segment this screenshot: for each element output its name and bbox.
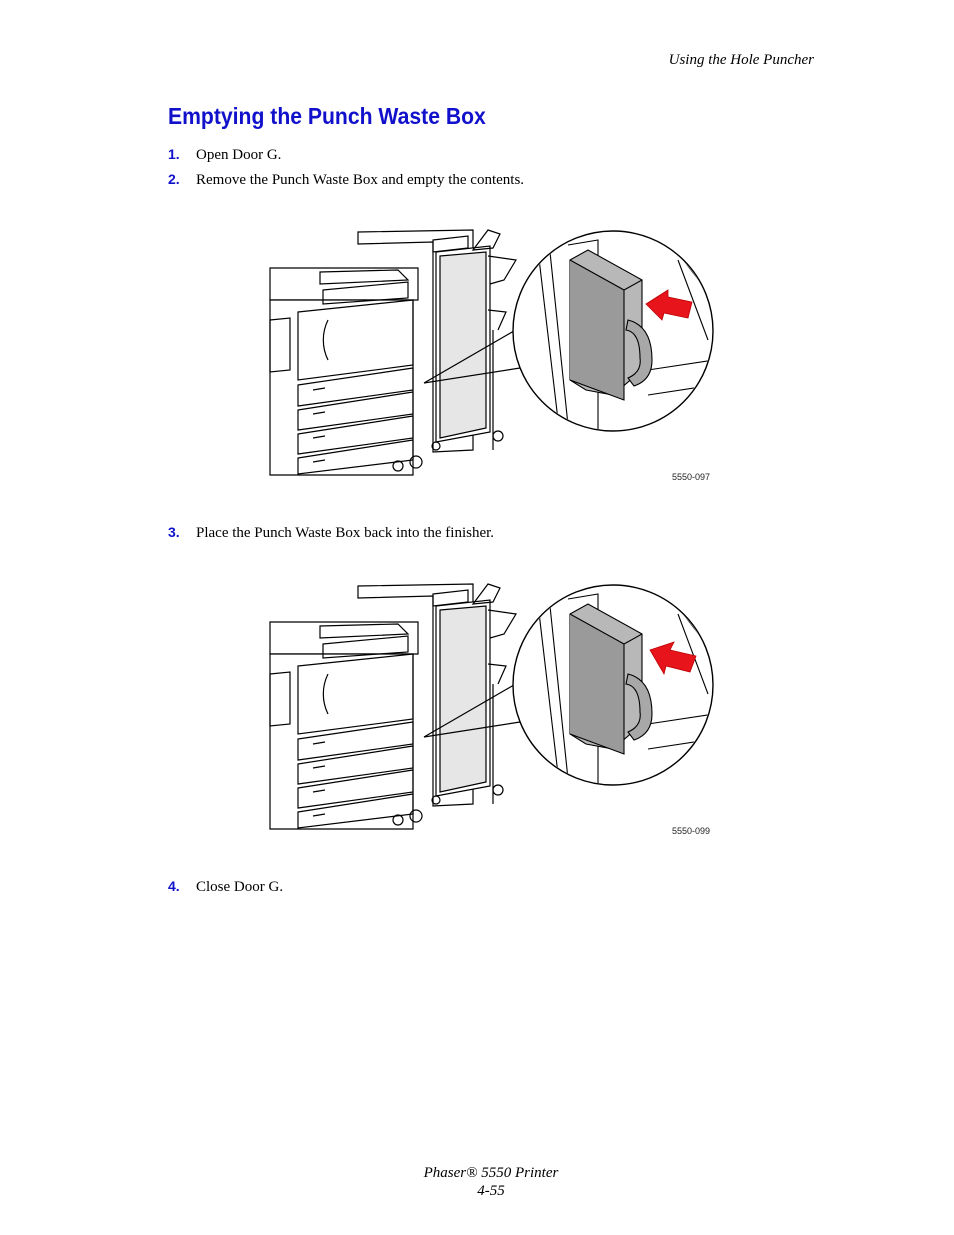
printer-illustration — [269, 229, 714, 476]
printer-illustration — [269, 583, 714, 830]
section-title: Emptying the Punch Waste Box — [168, 103, 486, 129]
figure-replace-waste-box: 5550-099 — [268, 574, 714, 836]
running-header: Using the Hole Puncher — [668, 52, 814, 68]
footer-page-number: 4-55 — [477, 1183, 505, 1199]
arrow-out-icon — [645, 289, 693, 321]
step-number: 1. — [168, 146, 180, 162]
step-text: Place the Punch Waste Box back into the … — [196, 525, 495, 541]
footer-product: Phaser® 5550 Printer — [423, 1165, 559, 1181]
arrow-in-icon — [649, 641, 697, 676]
figure-id: 5550-097 — [671, 472, 710, 482]
step-number: 2. — [168, 171, 180, 187]
step-4: 4. Close Door G. — [168, 878, 283, 896]
step-number: 4. — [168, 878, 180, 894]
figure-remove-waste-box: 5550-097 — [268, 220, 714, 482]
step-text: Remove the Punch Waste Box and empty the… — [196, 172, 525, 188]
step-2: 2. Remove the Punch Waste Box and empty t… — [168, 171, 524, 189]
page-footer: Phaser® 5550 Printer 4-55 — [0, 1164, 954, 1200]
step-text: Open Door G. — [196, 147, 282, 163]
step-1: 1. Open Door G. — [168, 146, 281, 164]
step-text: Close Door G. — [196, 879, 284, 895]
figure-id: 5550-099 — [671, 826, 710, 836]
step-number: 3. — [168, 524, 180, 540]
step-3: 3. Place the Punch Waste Box back into th… — [168, 524, 494, 542]
